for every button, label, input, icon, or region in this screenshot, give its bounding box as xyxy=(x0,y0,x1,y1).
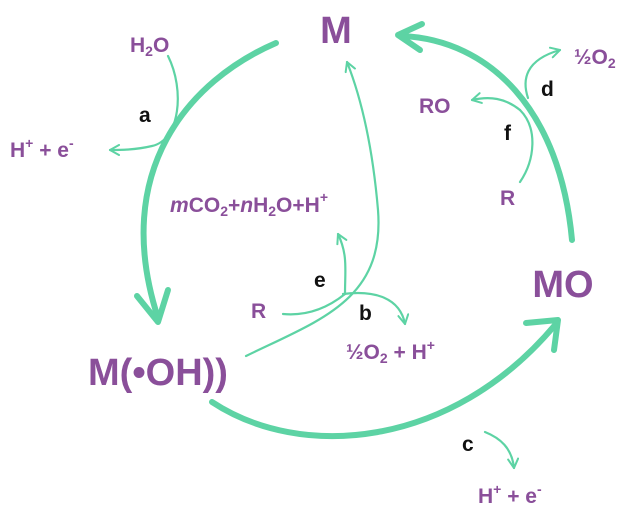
arrow-step-e-r xyxy=(281,292,347,316)
main-cycle-arrows xyxy=(134,21,575,440)
species-m-oh: M(•OH)) xyxy=(88,352,228,394)
arrow-mo-to-m xyxy=(399,33,575,243)
arrow-step-c xyxy=(483,430,520,470)
label-half-o2-top: ½O2 xyxy=(574,46,616,71)
arrow-step-f-r xyxy=(518,108,534,184)
arrow-mo-to-m-head xyxy=(395,21,425,53)
arrow-moh-to-mo-head xyxy=(523,317,561,353)
label-r-right: R xyxy=(500,187,515,210)
label-r-left: R xyxy=(251,300,266,323)
arrow-m-to-moh-head xyxy=(134,287,171,325)
step-label-a: a xyxy=(139,104,151,127)
arrow-step-a xyxy=(108,54,179,156)
arrow-moh-to-mo xyxy=(209,322,558,440)
label-mineralization: mCO2+nH2O+H+ xyxy=(170,189,328,219)
label-water: H2O xyxy=(130,34,169,59)
species-m: M xyxy=(320,10,352,52)
label-ro: RO xyxy=(419,95,451,118)
step-label-b: b xyxy=(359,302,372,325)
label-proton-electron-left: H+ + e- xyxy=(10,135,74,162)
arrow-step-e-up xyxy=(336,232,348,296)
species-mo: MO xyxy=(532,264,593,306)
arrow-step-b xyxy=(341,291,410,326)
side-reaction-arrows xyxy=(108,46,562,470)
label-half-o2-proton: ½O2 + H+ xyxy=(346,337,435,366)
step-label-f: f xyxy=(504,122,512,145)
step-label-e: e xyxy=(314,269,326,292)
arrow-step-d xyxy=(524,46,562,100)
step-label-c: c xyxy=(462,433,474,456)
arrow-moh-to-m-thin xyxy=(244,60,380,358)
arrow-m-to-moh xyxy=(140,40,279,321)
arrow-step-f-ro xyxy=(470,92,522,112)
label-proton-electron-bottom: H+ + e- xyxy=(478,481,542,507)
step-label-d: d xyxy=(541,78,554,101)
